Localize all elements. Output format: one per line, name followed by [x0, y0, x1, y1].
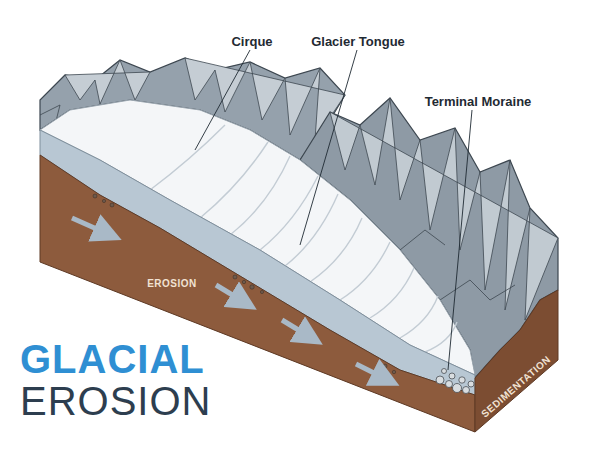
callout-label: Glacier Tongue [311, 34, 405, 49]
callout-label: Cirque [231, 34, 272, 49]
callout-label: Terminal Moraine [425, 94, 532, 109]
diagram-title: GLACIAL EROSION [20, 338, 235, 422]
face-label: EROSION [147, 278, 197, 289]
